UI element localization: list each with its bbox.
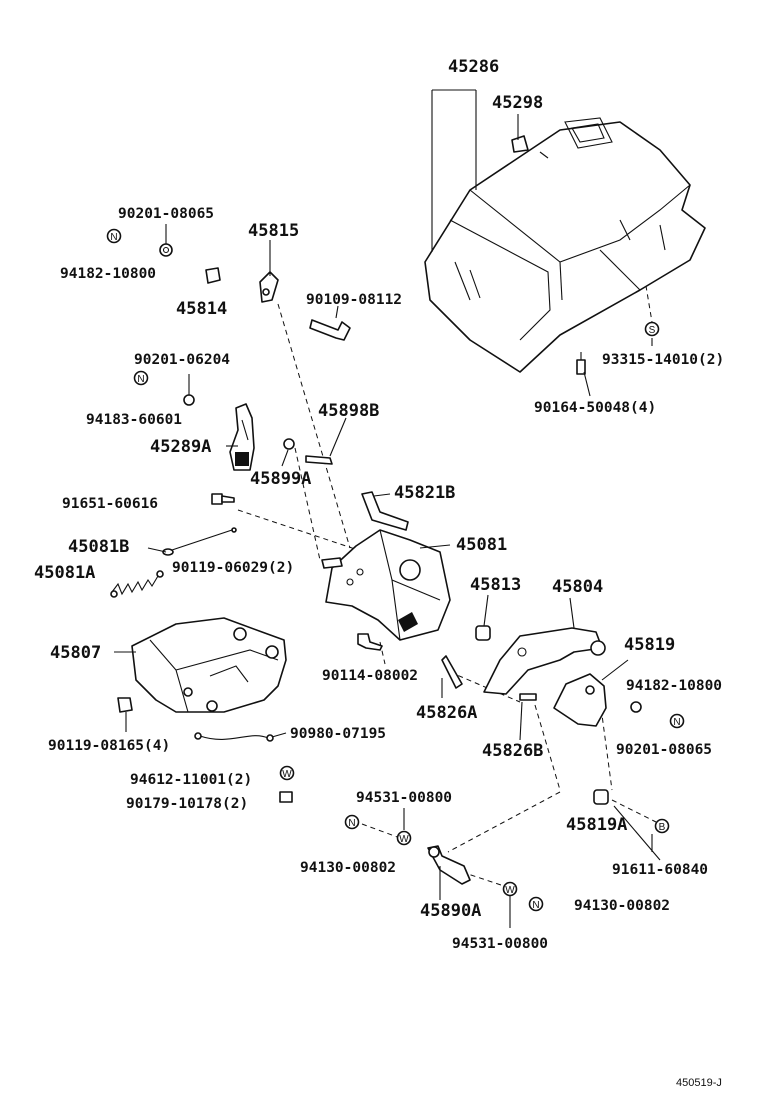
bushing-45813 (475, 625, 491, 641)
label-45899A: 45899A (250, 469, 311, 489)
label-90119-08165: 90119-08165(4) (48, 738, 170, 754)
nut-90201-top (159, 243, 173, 257)
svg-text:N: N (348, 818, 355, 829)
svg-text:S: S (649, 325, 656, 336)
label-45826A: 45826A (416, 703, 477, 723)
svg-text:B: B (659, 822, 666, 833)
marker-n-3: N (669, 713, 685, 729)
bracket-45081 (325, 529, 451, 641)
label-45819: 45819 (624, 635, 675, 655)
plate-45819 (553, 673, 607, 727)
label-94182-10800-top: 94182-10800 (60, 266, 156, 282)
label-90119-06029: 90119-06029(2) (172, 560, 294, 576)
clip-90179 (279, 791, 293, 803)
label-93315-14010: 93315-14010(2) (602, 352, 724, 368)
bolt-90114 (357, 633, 383, 651)
screw-90164 (576, 352, 586, 375)
bracket-45815 (259, 271, 279, 303)
label-45298: 45298 (492, 93, 543, 113)
pin-45826A (441, 655, 463, 689)
bracket-45807 (131, 617, 287, 713)
marker-b-1: B (654, 818, 670, 834)
bolt-45898B (305, 455, 333, 465)
bolt-91651 (211, 493, 235, 505)
label-90164-50048: 90164-50048(4) (534, 400, 656, 416)
svg-text:W: W (505, 885, 515, 896)
marker-n-5: N (528, 896, 544, 912)
label-91651-60616: 91651-60616 (62, 496, 158, 512)
bolt-90109 (309, 319, 351, 341)
cap-45298 (511, 135, 529, 153)
label-45081A: 45081A (34, 563, 95, 583)
label-90114-08002: 90114-08002 (322, 668, 418, 684)
label-94612-11001: 94612-11001(2) (130, 772, 252, 788)
pin-45826B (519, 693, 537, 701)
marker-n-4: N (344, 814, 360, 830)
part-labels: 45286 45298 90201-08065 94182-10800 4581… (34, 57, 724, 1089)
bushing-45819A (593, 789, 609, 805)
label-45826B: 45826B (482, 741, 543, 761)
spring-45081A (110, 570, 164, 598)
label-94531-00800-top: 94531-00800 (356, 790, 452, 806)
svg-text:W: W (282, 769, 292, 780)
label-94130-00802-left: 94130-00802 (300, 860, 396, 876)
marker-s-1: S (644, 321, 660, 337)
leader-lines (114, 89, 661, 928)
bracket-45289A (229, 403, 255, 471)
svg-text:N: N (673, 717, 680, 728)
label-45081B: 45081B (68, 537, 129, 557)
svg-text:N: N (532, 900, 539, 911)
lever-45804 (483, 627, 606, 695)
label-90980-07195: 90980-07195 (290, 726, 386, 742)
label-94130-00802-right: 94130-00802 (574, 898, 670, 914)
label-90109-08112: 90109-08112 (306, 292, 402, 308)
label-45898B: 45898B (318, 401, 379, 421)
label-94182-10800-right: 94182-10800 (626, 678, 722, 694)
bracket-45890A (427, 845, 471, 885)
label-45821B: 45821B (394, 483, 455, 503)
nut-90201-08065-right (630, 701, 642, 713)
label-45289A: 45289A (150, 437, 211, 457)
label-45813: 45813 (470, 575, 521, 595)
label-91611-60840: 91611-60840 (612, 862, 708, 878)
svg-text:W: W (399, 834, 409, 845)
label-45807: 45807 (50, 643, 101, 663)
collar-45899A (283, 438, 295, 450)
marker-w-2: W (396, 830, 412, 846)
label-45890A: 45890A (420, 901, 481, 921)
svg-text:N: N (110, 232, 117, 243)
cable-45081B (162, 527, 237, 556)
label-45804: 45804 (552, 577, 603, 597)
plate-45821B (361, 491, 409, 531)
label-45814: 45814 (176, 299, 227, 319)
label-90179-10178: 90179-10178(2) (126, 796, 248, 812)
column-cover-45286 (424, 117, 706, 373)
label-90201-06204: 90201-06204 (134, 352, 230, 368)
label-94531-00800-bottom: 94531-00800 (452, 936, 548, 952)
label-45819A: 45819A (566, 815, 627, 835)
bolt-90119-06029 (321, 557, 343, 569)
label-45815: 45815 (248, 221, 299, 241)
label-94183-60601: 94183-60601 (86, 412, 182, 428)
marker-w-1: W (279, 765, 295, 781)
drawing-code: 450519-J (676, 1077, 722, 1089)
label-45081: 45081 (456, 535, 507, 555)
cable-90980 (194, 732, 274, 742)
marker-w-3: W (502, 881, 518, 897)
marker-n-1: N (106, 228, 122, 244)
clip-45814 (205, 267, 221, 284)
bolt-90119-08165 (117, 697, 133, 713)
svg-text:N: N (137, 374, 144, 385)
label-90201-08065-right: 90201-08065 (616, 742, 712, 758)
label-90201-08065-top: 90201-08065 (118, 206, 214, 222)
nut-90201-06204 (183, 394, 195, 406)
label-45286: 45286 (448, 57, 499, 77)
marker-n-2: N (133, 370, 149, 386)
